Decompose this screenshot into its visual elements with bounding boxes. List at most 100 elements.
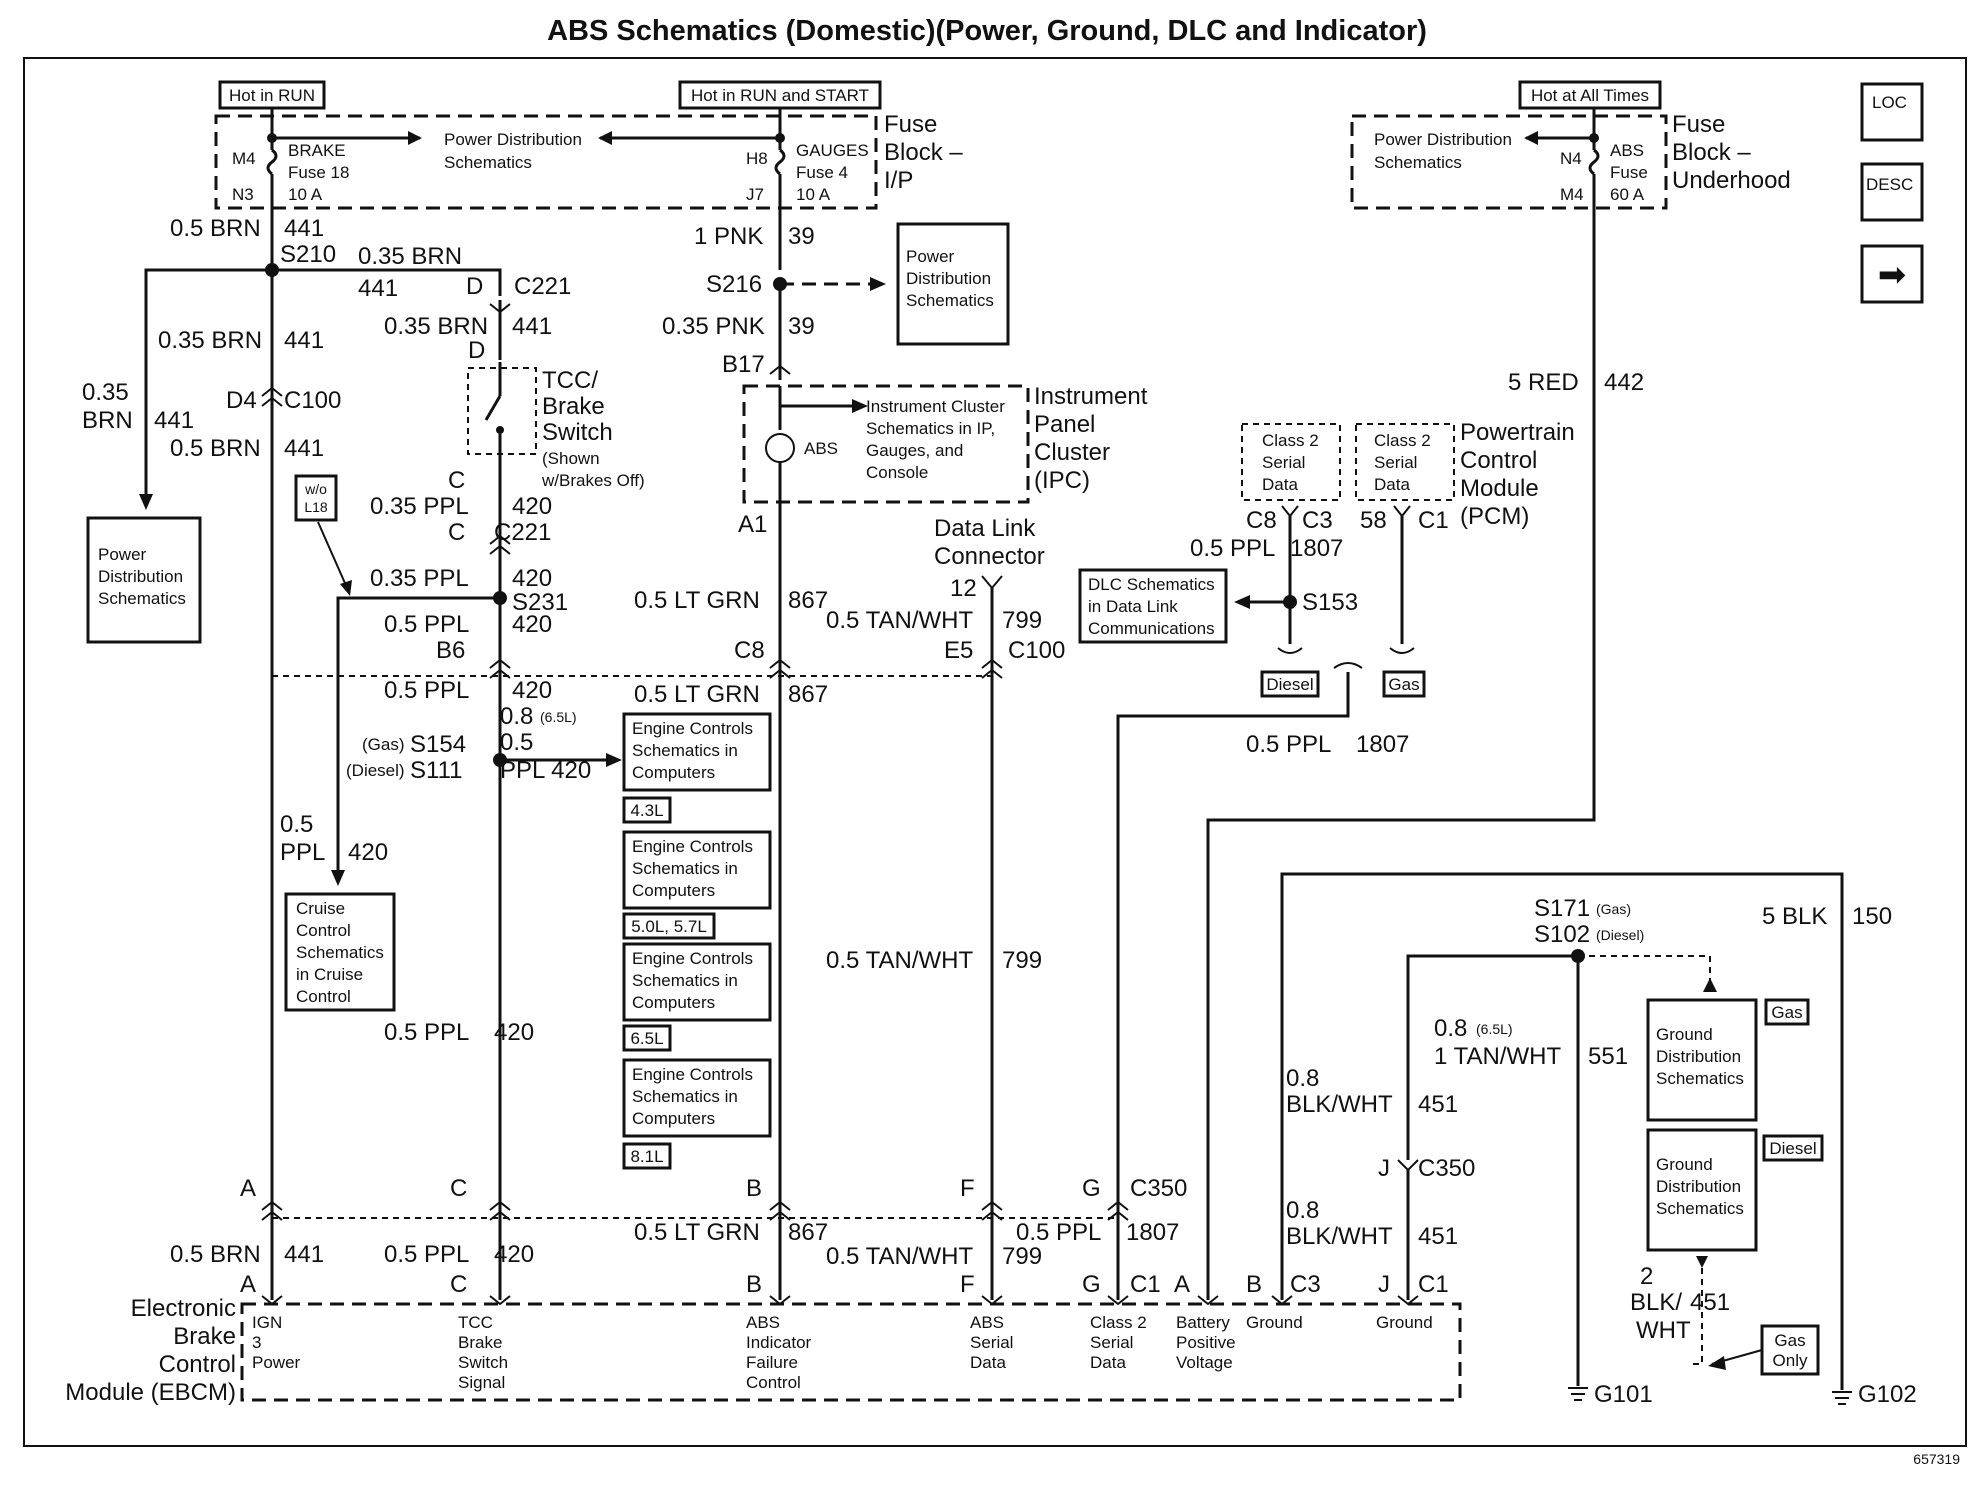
svg-text:4.3L: 4.3L bbox=[630, 801, 663, 820]
svg-text:Class 2: Class 2 bbox=[1374, 431, 1431, 450]
svg-text:Console: Console bbox=[866, 463, 928, 482]
engine-controls-ref-8-1l[interactable]: Engine Controls Schematics in Computers bbox=[622, 1058, 772, 1138]
svg-text:420: 420 bbox=[512, 611, 552, 638]
svg-text:Module: Module bbox=[1460, 475, 1539, 502]
svg-text:N4: N4 bbox=[1560, 149, 1582, 168]
dlc-ref-box[interactable] bbox=[1078, 568, 1228, 644]
svg-text:5 BLK: 5 BLK bbox=[1762, 903, 1827, 930]
next-button[interactable]: ➡ bbox=[1860, 244, 1924, 304]
svg-text:0.5 PPL: 0.5 PPL bbox=[384, 611, 469, 638]
svg-text:451: 451 bbox=[1418, 1223, 1458, 1250]
svg-text:Gas: Gas bbox=[1388, 675, 1419, 694]
svg-text:0.8: 0.8 bbox=[1286, 1065, 1319, 1092]
svg-text:PPL: PPL bbox=[280, 839, 325, 866]
svg-text:Electronic: Electronic bbox=[131, 1295, 236, 1322]
svg-text:Engine Controls: Engine Controls bbox=[632, 837, 753, 856]
wire-150-blk bbox=[1280, 872, 1844, 1390]
svg-text:TCC: TCC bbox=[458, 1313, 493, 1332]
svg-text:Brake: Brake bbox=[542, 393, 605, 420]
svg-text:451: 451 bbox=[1418, 1091, 1458, 1118]
svg-text:C100: C100 bbox=[284, 387, 341, 414]
ebcm-pin-labels: IGN 3 Power TCC Brake Switch Signal ABS … bbox=[252, 1313, 1433, 1392]
svg-text:G102: G102 bbox=[1858, 1381, 1917, 1408]
fuse-block-ip-label-1: Fuse bbox=[884, 111, 937, 138]
svg-text:799: 799 bbox=[1002, 947, 1042, 974]
svg-text:Distribution: Distribution bbox=[906, 269, 991, 288]
svg-text:C221: C221 bbox=[514, 273, 571, 300]
svg-text:Gauges, and: Gauges, and bbox=[866, 441, 963, 460]
svg-text:0.35 PPL: 0.35 PPL bbox=[370, 493, 469, 520]
svg-text:J: J bbox=[1378, 1271, 1390, 1298]
svg-text:S111: S111 bbox=[410, 757, 463, 784]
desc-button[interactable]: DESC bbox=[1860, 162, 1924, 222]
svg-text:w/Brakes Off): w/Brakes Off) bbox=[541, 471, 645, 490]
svg-text:D: D bbox=[468, 337, 485, 364]
engine-controls-ref-5l[interactable]: Engine Controls Schematics in Computers bbox=[622, 830, 772, 910]
svg-text:S171: S171 bbox=[1534, 895, 1590, 922]
ebcm-module bbox=[240, 1302, 1462, 1402]
svg-text:Control: Control bbox=[296, 921, 351, 940]
instrument-panel-cluster bbox=[742, 384, 1030, 504]
svg-text:Module (EBCM): Module (EBCM) bbox=[65, 1379, 236, 1406]
svg-text:J: J bbox=[1378, 1155, 1390, 1182]
svg-text:867: 867 bbox=[788, 587, 828, 614]
svg-text:(Gas): (Gas) bbox=[1596, 901, 1631, 917]
svg-text:(Diesel): (Diesel) bbox=[346, 761, 405, 780]
svg-text:Cluster: Cluster bbox=[1034, 439, 1110, 466]
svg-text:B6: B6 bbox=[436, 637, 465, 664]
svg-text:C: C bbox=[450, 1271, 467, 1298]
svg-text:Fuse: Fuse bbox=[1610, 163, 1648, 182]
svg-text:Distribution: Distribution bbox=[1656, 1177, 1741, 1196]
cruise-ref-box[interactable] bbox=[284, 892, 396, 1012]
svg-text:Gas: Gas bbox=[1771, 1003, 1802, 1022]
svg-text:(Shown: (Shown bbox=[542, 449, 600, 468]
svg-text:Power: Power bbox=[252, 1353, 301, 1372]
pds-inline-1: Power Distribution bbox=[444, 130, 582, 149]
svg-text:Control: Control bbox=[159, 1351, 236, 1378]
gas-tag bbox=[1382, 670, 1426, 698]
pds-ref-box-2[interactable] bbox=[896, 222, 1010, 346]
svg-text:Distribution: Distribution bbox=[98, 567, 183, 586]
svg-text:C: C bbox=[448, 467, 465, 494]
loc-button[interactable]: LOC bbox=[1860, 82, 1924, 142]
engine-controls-ref-6-5l[interactable]: Engine Controls Schematics in Computers bbox=[622, 942, 772, 1022]
svg-text:BLK/: BLK/ bbox=[1630, 1289, 1682, 1316]
svg-text:C3: C3 bbox=[1290, 1271, 1321, 1298]
pds-ref-box-1[interactable] bbox=[86, 516, 202, 644]
svg-text:L18: L18 bbox=[304, 499, 328, 515]
svg-text:(PCM): (PCM) bbox=[1460, 503, 1529, 530]
svg-text:Schematics: Schematics bbox=[906, 291, 994, 310]
fuse-block-uh-label-1: Fuse bbox=[1672, 111, 1725, 138]
svg-text:Fuse 4: Fuse 4 bbox=[796, 163, 848, 182]
svg-text:Connector: Connector bbox=[934, 543, 1045, 570]
svg-text:F: F bbox=[960, 1175, 975, 1202]
hot-in-run-label: Hot in RUN bbox=[229, 86, 315, 105]
svg-text:Instrument Cluster: Instrument Cluster bbox=[866, 397, 1005, 416]
svg-text:Ground: Ground bbox=[1246, 1313, 1303, 1332]
svg-text:6.5L: 6.5L bbox=[630, 1029, 663, 1048]
svg-text:Panel: Panel bbox=[1034, 411, 1095, 438]
fuse-block-uh-label-2: Block – bbox=[1672, 139, 1751, 166]
svg-text:S153: S153 bbox=[1302, 589, 1358, 616]
svg-text:B17: B17 bbox=[722, 351, 765, 378]
svg-text:B: B bbox=[746, 1175, 762, 1202]
svg-text:Schematics in: Schematics in bbox=[632, 741, 738, 760]
svg-text:Ground: Ground bbox=[1376, 1313, 1433, 1332]
ground-dist-ref-gas[interactable] bbox=[1646, 998, 1758, 1122]
svg-text:(6.5L): (6.5L) bbox=[1476, 1021, 1513, 1037]
svg-text:420: 420 bbox=[348, 839, 388, 866]
svg-text:867: 867 bbox=[788, 1219, 828, 1246]
svg-text:0.35 PNK: 0.35 PNK bbox=[662, 313, 765, 340]
svg-text:G: G bbox=[1082, 1271, 1101, 1298]
svg-text:G101: G101 bbox=[1594, 1381, 1653, 1408]
svg-text:C1: C1 bbox=[1418, 1271, 1449, 1298]
svg-text:1 PNK: 1 PNK bbox=[694, 223, 763, 250]
ground-dist-ref-diesel[interactable] bbox=[1646, 1128, 1758, 1252]
svg-text:N3: N3 bbox=[232, 185, 254, 204]
svg-text:ABS: ABS bbox=[804, 439, 838, 458]
svg-text:10 A: 10 A bbox=[288, 185, 323, 204]
svg-text:Diesel: Diesel bbox=[1266, 675, 1313, 694]
svg-text:441: 441 bbox=[154, 407, 194, 434]
engine-controls-ref-4-3l[interactable]: Engine Controls Schematics in Computers bbox=[622, 712, 772, 792]
svg-text:1807: 1807 bbox=[1356, 731, 1409, 758]
